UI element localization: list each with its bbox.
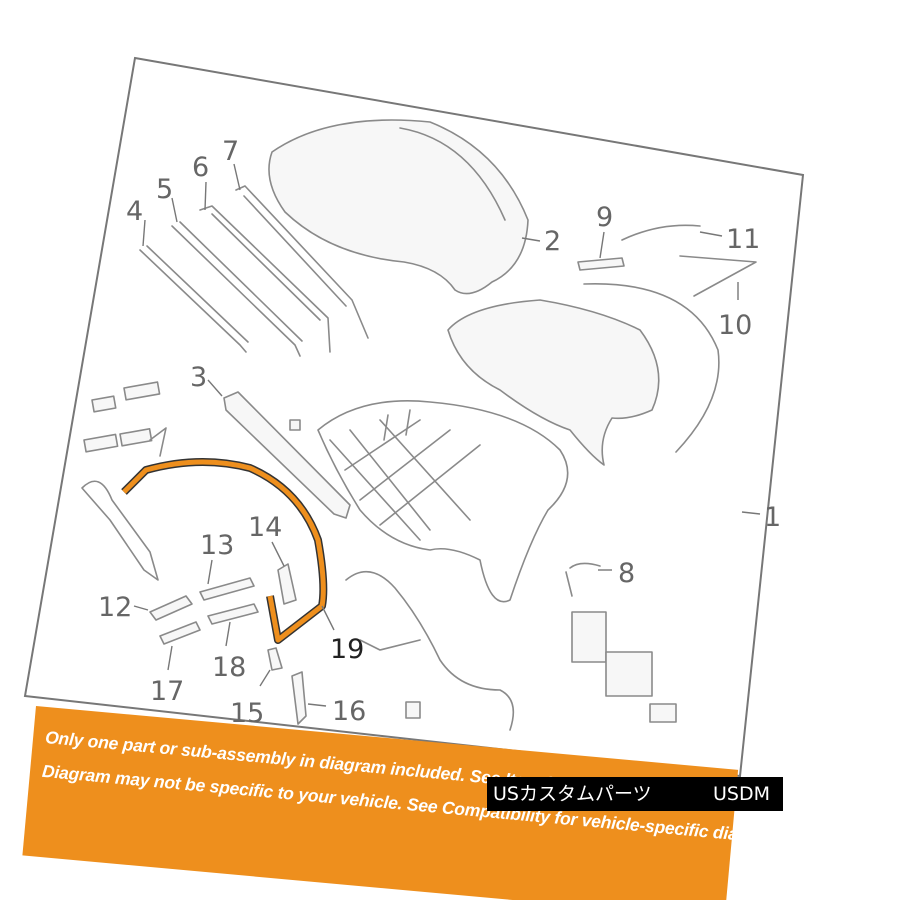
leader-1 [741, 511, 761, 515]
leader-15 [259, 669, 271, 687]
part-8-bracket [565, 562, 601, 597]
part-7-strip [235, 185, 369, 339]
leader-3 [207, 379, 223, 397]
part-18-trim [207, 603, 259, 625]
callout-16: 16 [332, 696, 366, 727]
pump-module [571, 611, 677, 723]
part-13-trim [199, 577, 255, 601]
callout-4: 4 [126, 196, 143, 227]
part-10-strip [679, 255, 757, 297]
rear-seal-arc [583, 283, 720, 453]
shop-watermark: USカスタムパーツ USDM [487, 777, 783, 811]
part-3-rail [223, 391, 351, 519]
part-14-trim [277, 563, 297, 605]
callout-12: 12 [98, 592, 132, 623]
callout-11: 11 [726, 224, 760, 255]
leader-11 [699, 231, 723, 237]
callout-3: 3 [190, 362, 207, 393]
part-11-cable [621, 224, 701, 241]
callout-8: 8 [618, 558, 635, 589]
leader-19 [321, 605, 335, 631]
leader-17 [167, 645, 173, 671]
leader-2 [521, 237, 541, 242]
watermark-shop-name: USカスタムパーツ [493, 783, 652, 805]
part-4-strip [139, 245, 249, 353]
callout-6: 6 [192, 152, 209, 183]
callout-17: 17 [150, 676, 184, 707]
callout-2: 2 [544, 226, 561, 257]
left-small-parts [81, 381, 167, 581]
small-clip [289, 419, 301, 431]
part-6-strip [199, 205, 331, 353]
part-15-clip [267, 647, 283, 671]
part-17-trim [159, 621, 201, 645]
watermark-brand: USDM [713, 783, 770, 805]
leader-9 [599, 231, 605, 259]
callout-7: 7 [222, 136, 239, 167]
top-frame-assembly [317, 400, 569, 603]
callout-5: 5 [156, 174, 173, 205]
part-5-strip [171, 221, 303, 357]
leader-18 [225, 621, 231, 647]
leader-12 [133, 605, 149, 611]
diagram-frame [23, 56, 805, 778]
callout-10: 10 [718, 310, 752, 341]
callout-18: 18 [212, 652, 246, 683]
leader-6 [204, 181, 207, 211]
leader-14 [271, 541, 285, 567]
leader-7 [233, 163, 241, 191]
callout-1: 1 [764, 502, 781, 533]
leader-4 [142, 219, 146, 247]
callout-9: 9 [596, 202, 613, 233]
hydraulic-line-assembly [345, 570, 515, 731]
part-16-bracket [291, 671, 307, 725]
part-19-highlighted-seal [121, 457, 328, 644]
part-2-top-cover [268, 119, 529, 295]
leader-16 [307, 703, 327, 707]
leader-5 [171, 197, 178, 223]
leader-13 [207, 559, 213, 585]
callout-14: 14 [248, 512, 282, 543]
part-9-clip [577, 257, 625, 271]
callout-13: 13 [200, 530, 234, 561]
callout-19: 19 [330, 634, 364, 665]
part-12-trim [149, 595, 193, 621]
rear-panel [447, 299, 660, 466]
